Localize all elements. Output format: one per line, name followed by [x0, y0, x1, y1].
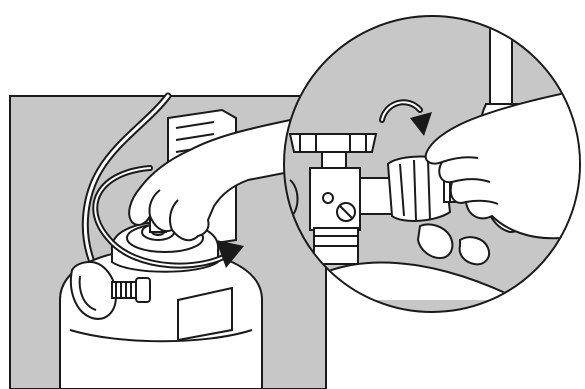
illustration-svg [0, 0, 585, 389]
installation-illustration [0, 0, 585, 389]
